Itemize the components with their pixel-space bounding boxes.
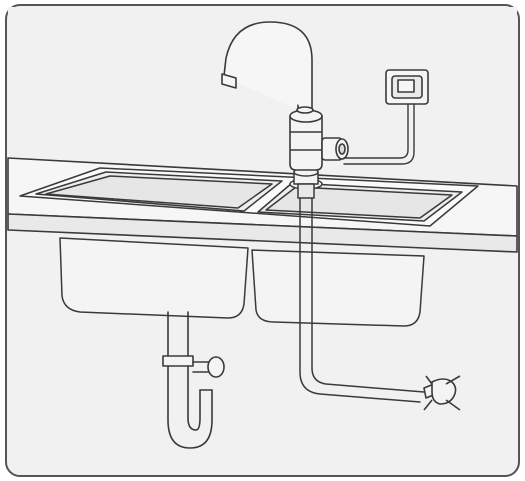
heater-body-icon <box>289 109 349 171</box>
wall-socket-icon <box>385 69 429 105</box>
faucet-spout-icon <box>221 21 314 114</box>
faucet-base <box>289 167 323 199</box>
double-sink-icon <box>19 167 479 227</box>
sink-bowls <box>59 237 425 327</box>
angle-valve-icon <box>423 375 461 411</box>
drain-trap-icon <box>162 311 225 449</box>
supply-hose-icon <box>299 197 425 403</box>
power-cord-icon <box>343 103 415 165</box>
